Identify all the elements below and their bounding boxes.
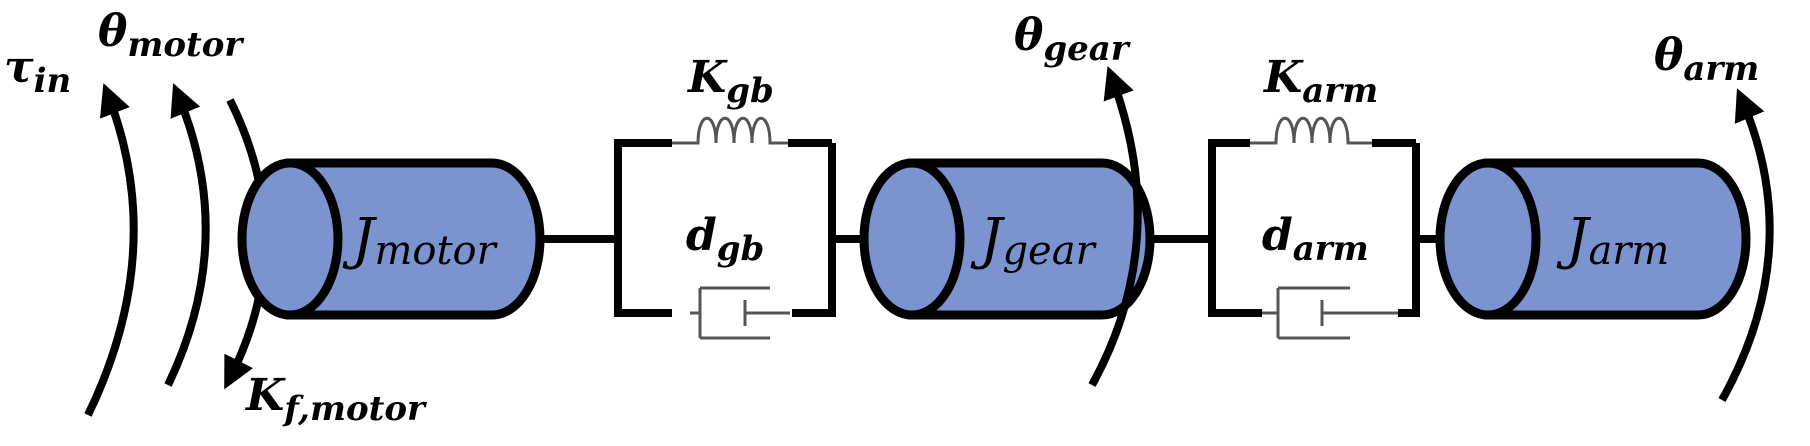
theta-motor-label: θmotor (98, 6, 244, 65)
arm-spring-damper (1208, 116, 1420, 340)
theta-arm-arrow (1718, 88, 1774, 402)
motor-inertia-cylinder (237, 158, 545, 320)
k-gb-label: Kgb (686, 52, 774, 111)
d-arm-label: darm (1262, 210, 1369, 269)
tau-in-label: τin (4, 42, 71, 101)
k-f-motor-label: Kf,motor (244, 370, 427, 429)
theta-motor-arrow (164, 83, 210, 387)
arm-inertia-cylinder (1435, 158, 1751, 320)
d-gb-label: dgb (686, 210, 764, 269)
k-arm-label: Karm (1262, 52, 1378, 111)
motor-inertia-label: Jmotor (342, 207, 499, 274)
theta-arm-label: θarm (1654, 30, 1759, 89)
theta-gear-arrow (1088, 65, 1142, 387)
gear-inertia-cylinder (859, 158, 1155, 320)
theta-gear-label: θgear (1014, 10, 1131, 69)
tau-in-arrow (84, 83, 138, 417)
gearbox-spring-damper (614, 116, 836, 340)
